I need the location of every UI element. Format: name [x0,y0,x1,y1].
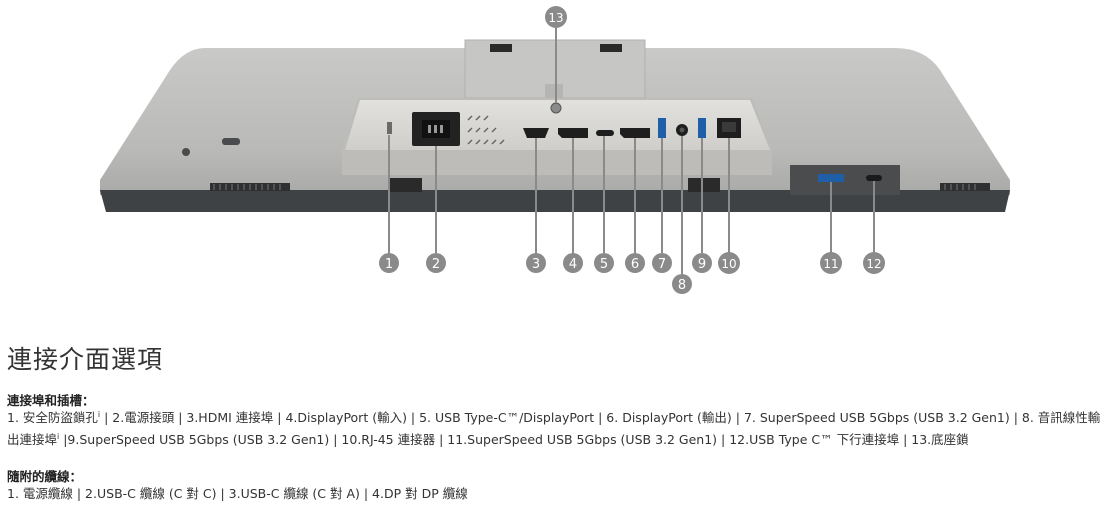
ports-text-2: | 2.電源接頭 | 3.HDMI 連接埠 | 4.DisplayPort (輸… [7,410,1101,448]
svg-text:11: 11 [823,257,838,271]
callout-6: 6 [625,253,645,273]
svg-text:1: 1 [385,257,393,272]
callout-2: 2 [426,253,446,273]
callout-1: 1 [379,253,399,273]
section-title: 連接介面選項 [7,345,164,374]
ports-text-1: 1. 安全防盜鎖孔 [7,410,98,426]
callout-11: 11 [820,252,842,274]
callout-12: 12 [863,252,885,274]
callout-5: 5 [594,253,614,273]
side-ports [790,165,900,195]
callout-leader-lines [388,28,875,274]
monitor-rear-ports-figure: 1 2 3 4 5 6 7 8 9 10 11 12 13 [100,6,1010,294]
callout-badges: 1 2 3 4 5 6 7 8 9 10 11 12 13 [379,6,885,294]
svg-text:9: 9 [698,257,706,272]
svg-text:2: 2 [432,257,440,272]
svg-text:12: 12 [866,257,881,271]
callout-7: 7 [652,253,672,273]
callout-13: 13 [545,6,567,28]
callout-10: 10 [718,252,740,274]
ports-text-3: |9.SuperSpeed USB 5Gbps (USB 3.2 Gen1) |… [59,432,969,448]
callout-9: 9 [692,253,712,273]
svg-text:10: 10 [721,257,736,271]
callout-3: 3 [526,253,546,273]
svg-text:3: 3 [532,257,540,272]
footnote-mark-2: i [57,432,60,442]
svg-text:7: 7 [658,257,666,272]
ports-list: 1. 安全防盜鎖孔i | 2.電源接頭 | 3.HDMI 連接埠 | 4.Dis… [7,405,1103,449]
cables-heading: 隨附的纜線： [7,469,83,484]
svg-text:8: 8 [678,278,686,293]
svg-text:5: 5 [600,257,608,272]
cables-list: 1. 電源纜線 | 2.USB-C 纜線 (C 對 C) | 3.USB-C 纜… [7,486,468,501]
footnote-mark-1: i [97,410,101,419]
svg-text:4: 4 [569,257,577,272]
svg-text:13: 13 [548,11,563,25]
svg-text:6: 6 [631,257,639,272]
callout-8: 8 [672,274,692,294]
callout-4: 4 [563,253,583,273]
port-panel [342,98,772,175]
ports-heading: 連接埠和插槽： [7,393,95,408]
